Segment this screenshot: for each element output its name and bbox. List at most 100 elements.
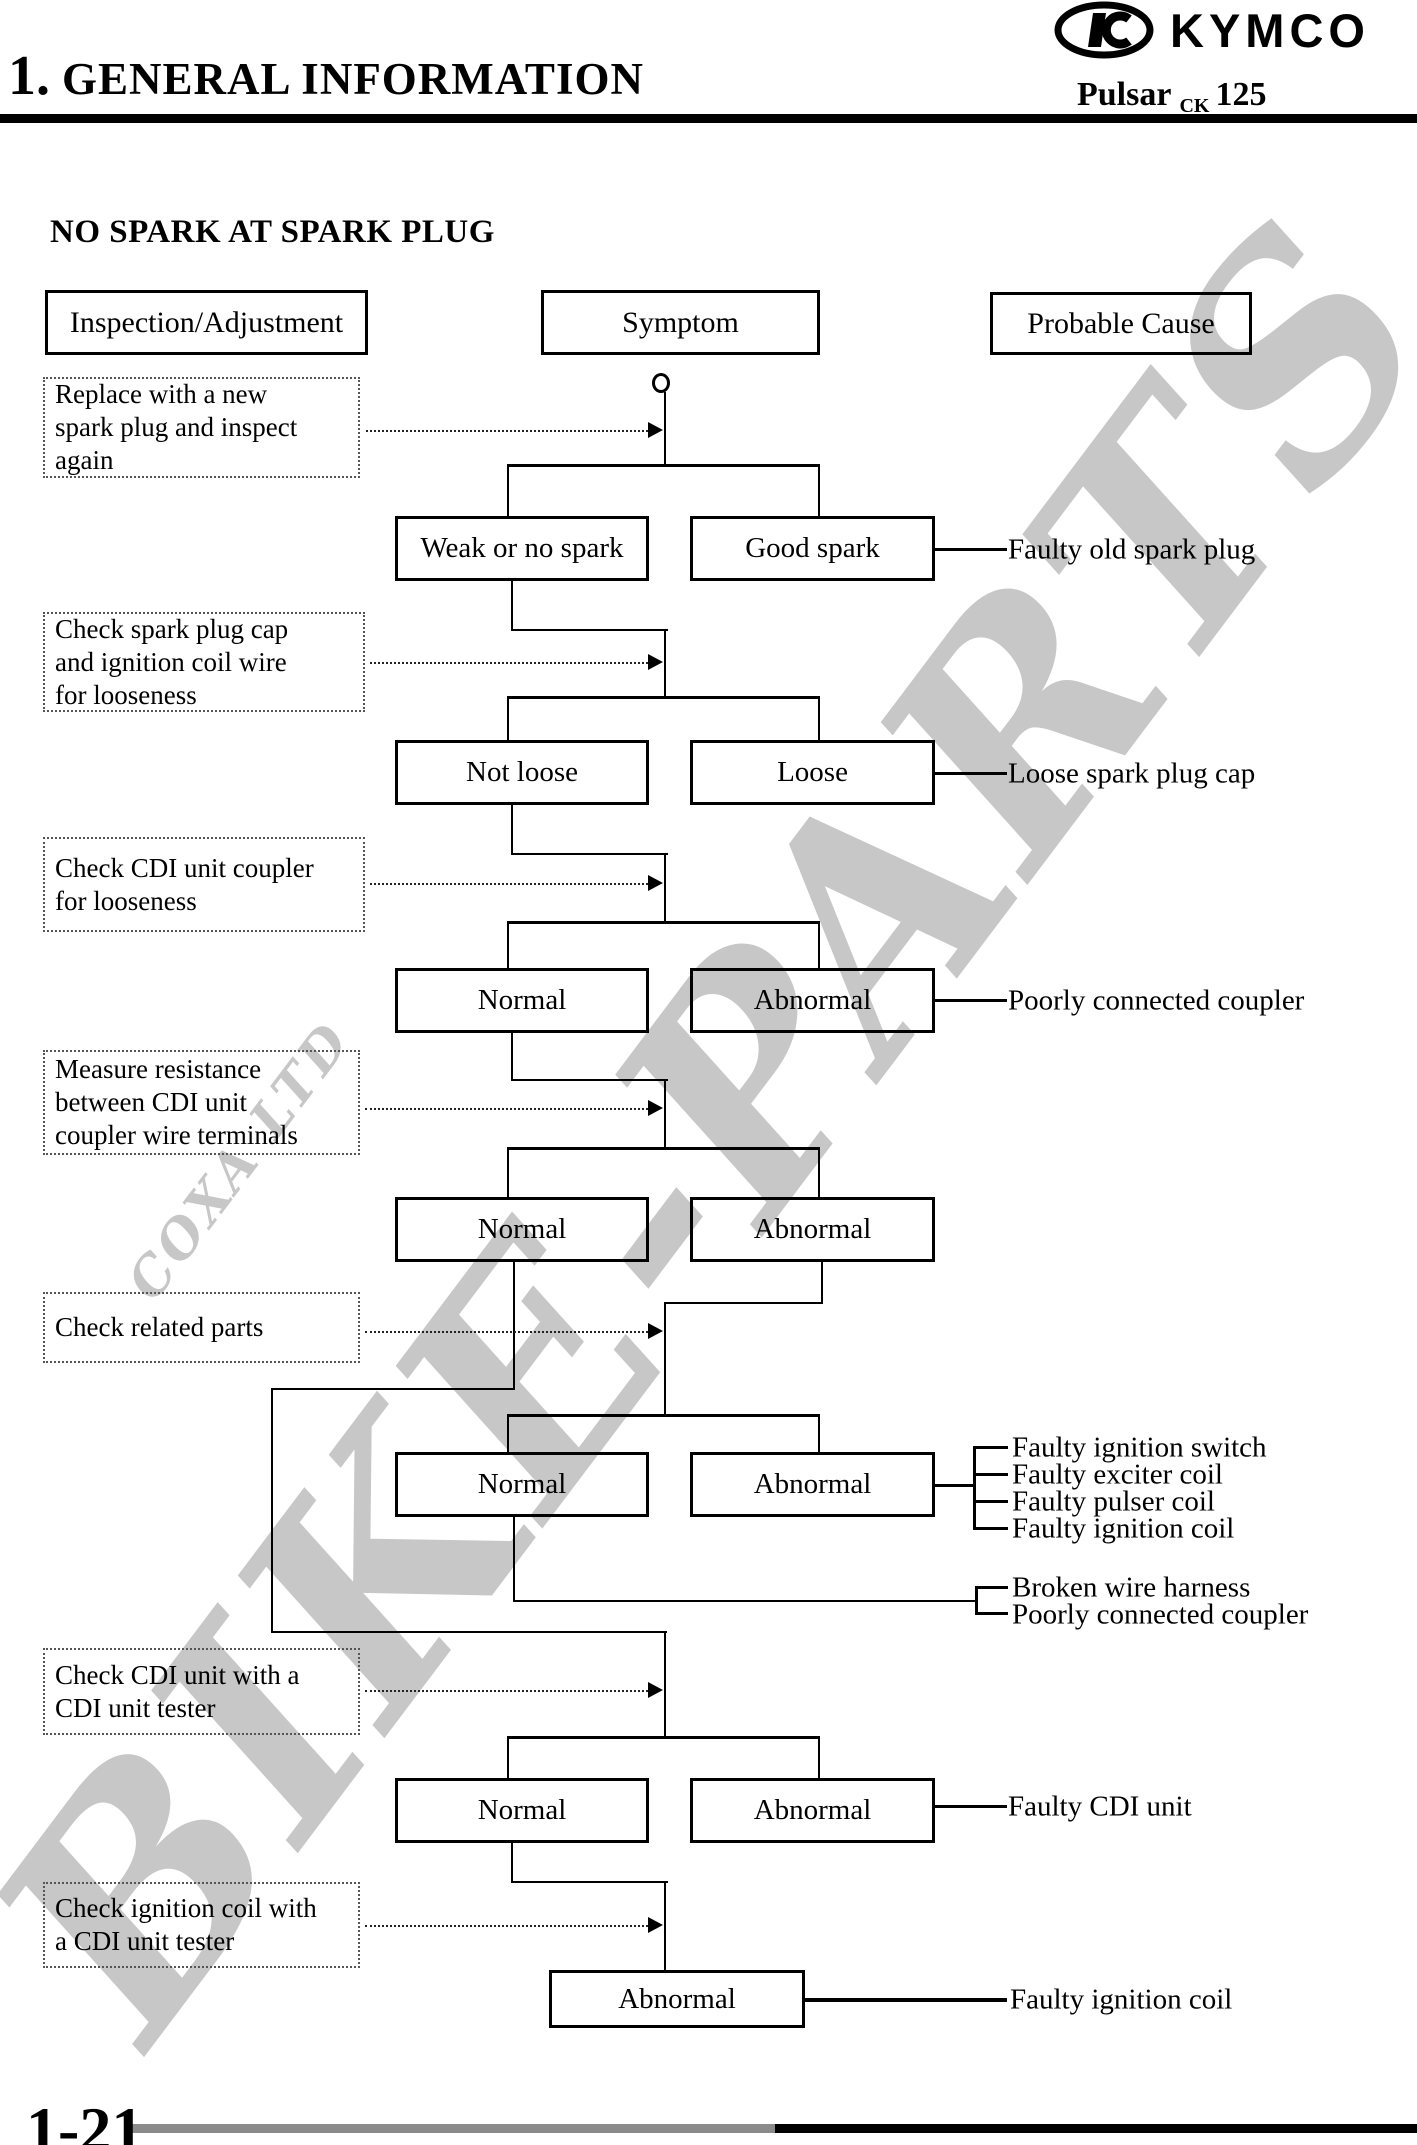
connector-line: [511, 629, 668, 631]
step-measure-resistance: Measure resistance between CDI unit coup…: [43, 1050, 360, 1155]
connector-line: [818, 921, 820, 970]
brand-wordmark: KYMCO: [1170, 3, 1370, 57]
footer-rule-right: [775, 2124, 1417, 2133]
connector-line: [975, 1446, 1008, 1449]
flow-box-abnormal-related-parts: Abnormal: [690, 1452, 935, 1517]
connector-line: [507, 696, 820, 699]
page-title: 1. GENERAL INFORMATION: [8, 44, 644, 108]
flow-box-normal-related-parts: Normal: [395, 1452, 649, 1517]
cause-faulty-pulser-coil: Faulty pulser coil: [1012, 1485, 1215, 1518]
connector-line: [507, 1414, 820, 1417]
dotted-arrow-line: [370, 662, 648, 664]
connector-line: [507, 921, 509, 970]
connector-line: [513, 1262, 515, 1390]
connector-line: [511, 1881, 668, 1883]
connector-line: [507, 696, 509, 742]
arrow-head-icon: [648, 1323, 663, 1339]
cause-broken-wire-harness: Broken wire harness: [1012, 1571, 1251, 1604]
connector-line: [664, 853, 666, 924]
cause-faulty-ignition-coil: Faulty ignition coil: [1010, 1983, 1233, 2016]
connector-line: [511, 803, 513, 855]
cause-poorly-connected-coupler-2: Poorly connected coupler: [1012, 1598, 1309, 1631]
flow-box-normal-coupler: Normal: [395, 968, 649, 1033]
connector-line: [664, 1079, 666, 1150]
model-name-main: Pulsar: [1077, 76, 1172, 113]
page-title-number: 1.: [8, 45, 50, 107]
connector-line: [513, 1517, 515, 1602]
dotted-arrow-line: [370, 883, 648, 885]
connector-line: [977, 1586, 1008, 1589]
model-name-number: 125: [1215, 76, 1267, 113]
step-check-cdi-coupler: Check CDI unit coupler for looseness: [43, 837, 365, 932]
page-number: 1-21: [26, 2094, 144, 2145]
connector-line: [935, 548, 1007, 551]
column-header-probable-cause: Probable Cause: [990, 292, 1252, 355]
connector-line: [975, 1500, 1008, 1503]
connector-line: [818, 464, 820, 518]
column-header-symptom: Symptom: [541, 290, 820, 355]
connector-line: [977, 1612, 1008, 1615]
arrow-head-icon: [648, 654, 663, 670]
connector-line: [818, 1147, 820, 1199]
connector-line: [818, 696, 820, 742]
dotted-arrow-line: [365, 1108, 648, 1110]
cause-faulty-ignition-coil-related: Faulty ignition coil: [1012, 1512, 1235, 1545]
arrow-head-icon: [648, 1100, 663, 1116]
flow-box-abnormal-ignition-coil: Abnormal: [549, 1970, 805, 2028]
flow-box-normal-resistance: Normal: [395, 1197, 649, 1262]
connector-line: [507, 464, 509, 518]
connector-line: [664, 629, 666, 699]
connector-line: [507, 1147, 509, 1199]
model-name-sub: CK: [1179, 95, 1210, 117]
flow-box-loose: Loose: [690, 740, 935, 805]
connector-line: [935, 1484, 975, 1487]
cause-faulty-ignition-switch: Faulty ignition switch: [1012, 1431, 1267, 1464]
step-replace-spark-plug: Replace with a new spark plug and inspec…: [43, 377, 360, 478]
connector-line: [664, 1302, 666, 1417]
connector-line: [973, 1446, 976, 1530]
connector-line: [818, 1736, 820, 1780]
connector-line: [664, 1631, 666, 1739]
connector-line: [805, 1998, 1007, 2002]
step-check-related-parts: Check related parts: [43, 1292, 360, 1363]
connector-line: [511, 1841, 513, 1883]
brand-block: KYMCO: [1052, 1, 1370, 59]
cause-poorly-connected-coupler: Poorly connected coupler: [1008, 984, 1305, 1017]
dotted-arrow-line: [365, 1690, 648, 1692]
arrow-head-icon: [648, 875, 663, 891]
connector-line: [935, 772, 1007, 775]
flow-start-node: [652, 373, 670, 393]
connector-line: [975, 1527, 1008, 1530]
arrow-head-icon: [648, 422, 663, 438]
arrow-head-icon: [648, 1917, 663, 1933]
flow-box-weak-or-no-spark: Weak or no spark: [395, 516, 649, 581]
cause-faulty-old-spark-plug: Faulty old spark plug: [1008, 533, 1256, 566]
dotted-arrow-line: [365, 1331, 648, 1333]
connector-line: [507, 1736, 820, 1739]
connector-line: [664, 1881, 666, 1972]
footer-rule-left: [130, 2124, 775, 2133]
section-title: NO SPARK AT SPARK PLUG: [50, 214, 495, 250]
connector-line: [507, 921, 820, 924]
connector-line: [511, 1031, 513, 1081]
connector-line: [975, 1473, 1008, 1476]
cause-loose-spark-plug-cap: Loose spark plug cap: [1008, 757, 1256, 790]
cause-faulty-cdi-unit: Faulty CDI unit: [1008, 1790, 1192, 1823]
connector-line: [664, 392, 666, 466]
connector-line: [507, 1736, 509, 1780]
flow-box-not-loose: Not loose: [395, 740, 649, 805]
flow-box-abnormal-coupler: Abnormal: [690, 968, 935, 1033]
flow-box-good-spark: Good spark: [690, 516, 935, 581]
connector-line: [513, 1600, 977, 1602]
connector-line: [507, 1414, 509, 1454]
flow-box-normal-cdi: Normal: [395, 1778, 649, 1843]
connector-line: [507, 464, 820, 467]
connector-line: [664, 1302, 823, 1304]
step-check-ignition-coil: Check ignition coil with a CDI unit test…: [43, 1882, 360, 1968]
flow-box-abnormal-cdi: Abnormal: [690, 1778, 935, 1843]
connector-line: [975, 1586, 978, 1615]
connector-line: [511, 579, 513, 631]
connector-line: [507, 1147, 820, 1150]
